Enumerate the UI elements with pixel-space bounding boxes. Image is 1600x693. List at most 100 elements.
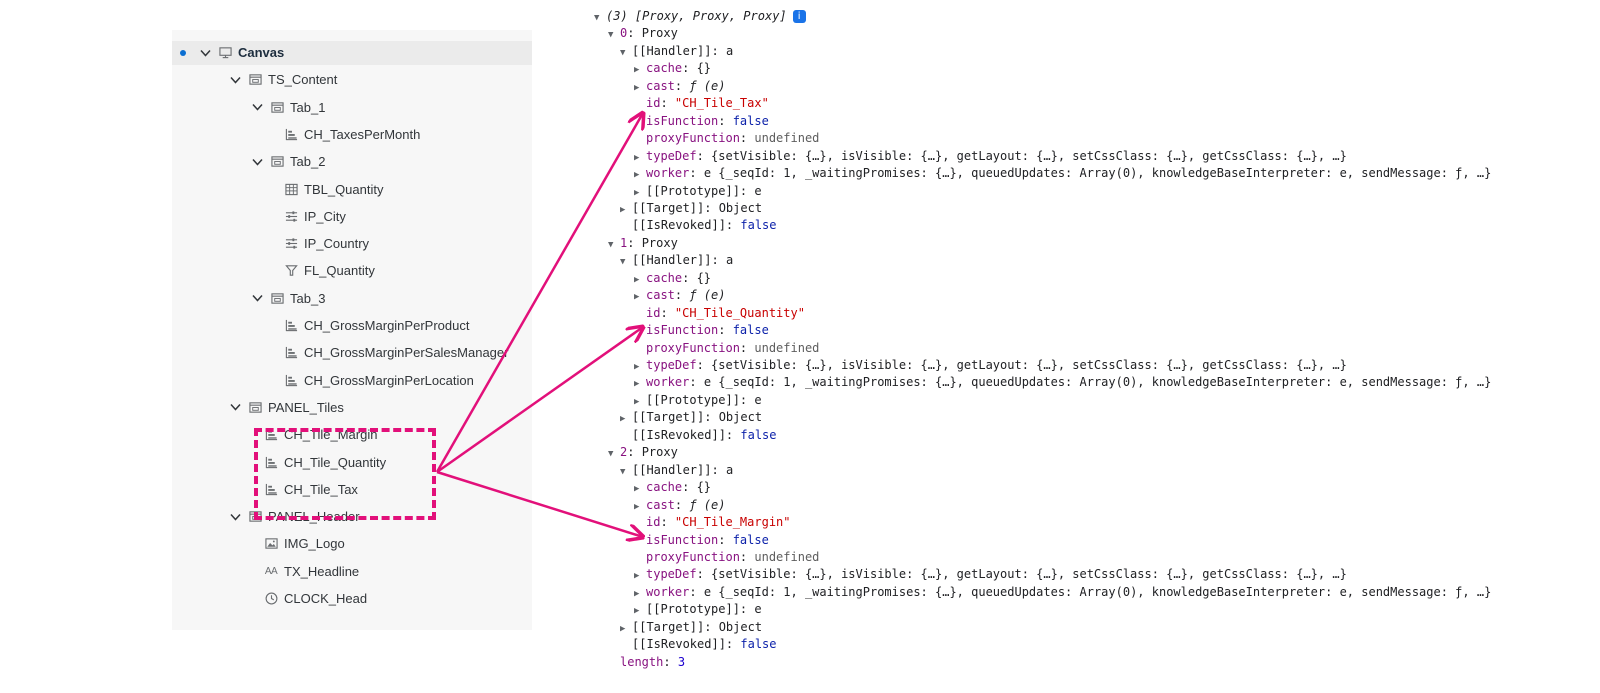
cache-line[interactable]: ▶cache: {}	[634, 269, 711, 287]
expand-triangle-down-icon[interactable]: ▼	[608, 30, 614, 41]
tree-item[interactable]: CLOCK_Head	[264, 587, 367, 611]
target-line[interactable]: ▶[[Target]]: Object	[620, 618, 762, 636]
array-count: (3)	[606, 9, 628, 23]
expand-triangle-right-icon[interactable]: ▶	[634, 606, 640, 617]
prototype-line[interactable]: ▶[[Prototype]]: e	[634, 182, 762, 200]
tree-item-label: TS_Content	[268, 72, 338, 88]
console-token: {}	[696, 480, 712, 495]
info-icon: i	[792, 10, 806, 23]
handler-line[interactable]: ▼[[Handler]]: a	[620, 461, 733, 479]
chevron-down-icon[interactable]	[250, 291, 264, 305]
expand-triangle-right-icon[interactable]: ▶	[620, 623, 626, 634]
typedef-line[interactable]: ▶typeDef: {setVisible: {…}, isVisible: {…	[634, 147, 1347, 165]
tree-item[interactable]: FL_Quantity	[284, 259, 375, 283]
tree-item[interactable]: CH_Tile_Tax	[264, 477, 358, 501]
console-token: worker	[646, 375, 690, 390]
chevron-down-icon[interactable]	[250, 155, 264, 169]
tree-item[interactable]: IP_City	[284, 204, 346, 228]
chevron-down-icon[interactable]	[250, 100, 264, 114]
handler-line[interactable]: ▼[[Handler]]: a	[620, 42, 733, 60]
tree-item[interactable]: TBL_Quantity	[284, 177, 384, 201]
console-token: [[Handler]]	[632, 253, 712, 268]
worker-line[interactable]: ▶worker: e {_seqId: 1, _waitingPromises:…	[634, 373, 1491, 391]
console-token: false	[732, 323, 769, 338]
expand-triangle-down-icon[interactable]: ▼	[608, 239, 614, 250]
console-token: e	[754, 392, 762, 407]
typedef-line[interactable]: ▶typeDef: {setVisible: {…}, isVisible: {…	[634, 565, 1347, 583]
chevron-down-icon[interactable]	[228, 73, 242, 87]
array-summary[interactable]: ▼(3) [Proxy, Proxy, Proxy]i	[594, 7, 806, 25]
console-token: isFunction	[646, 113, 719, 128]
tree-item[interactable]: IP_Country	[284, 232, 369, 256]
input-control-icon	[284, 237, 298, 251]
id-line: ▶id: "CH_Tile_Tax"	[646, 96, 769, 111]
chevron-down-icon[interactable]	[228, 400, 242, 414]
bar-chart-icon	[284, 127, 298, 141]
worker-line[interactable]: ▶worker: e {_seqId: 1, _waitingPromises:…	[634, 164, 1491, 182]
expand-triangle-down-icon[interactable]: ▼	[594, 13, 600, 23]
expand-triangle-down-icon[interactable]: ▼	[620, 47, 626, 58]
chevron-down-icon[interactable]	[198, 46, 212, 60]
cache-line[interactable]: ▶cache: {}	[634, 478, 711, 496]
tree-item-label: IP_City	[304, 208, 346, 224]
target-line[interactable]: ▶[[Target]]: Object	[620, 199, 762, 217]
target-line[interactable]: ▶[[Target]]: Object	[620, 408, 762, 426]
console-token: isFunction	[646, 532, 719, 547]
tree-item[interactable]: CH_GrossMarginPerSalesManager	[284, 341, 508, 365]
console-token: [[Prototype]]	[646, 392, 740, 407]
tree-item[interactable]: CH_Tile_Quantity	[264, 450, 386, 474]
console-token: e	[754, 183, 762, 198]
console-token: cache	[646, 480, 683, 495]
entry-index: 0	[620, 26, 628, 41]
bar-chart-icon	[284, 319, 298, 333]
tree-item-canvas[interactable]: Canvas	[172, 40, 532, 65]
cast-line[interactable]: ▶cast: ƒ (e)	[634, 77, 725, 95]
prototype-line[interactable]: ▶[[Prototype]]: e	[634, 600, 762, 618]
proxy-entry[interactable]: ▼1: Proxy	[608, 234, 678, 252]
tree-item[interactable]: Tab_2	[250, 150, 325, 174]
panel-icon	[248, 400, 262, 414]
tree-item[interactable]: CH_GrossMarginPerProduct	[284, 314, 469, 338]
expand-triangle-down-icon[interactable]: ▼	[620, 466, 626, 477]
length-line: ▶length: 3	[620, 654, 686, 669]
tree-item[interactable]: TS_Content	[228, 68, 337, 92]
cast-line[interactable]: ▶cast: ƒ (e)	[634, 286, 725, 304]
tree-item-label: CH_GrossMarginPerProduct	[304, 318, 470, 333]
tree-item[interactable]: PANEL_Tiles	[228, 395, 344, 419]
chevron-down-icon[interactable]	[228, 510, 242, 524]
prototype-line[interactable]: ▶[[Prototype]]: e	[634, 391, 762, 409]
text-icon: AA	[264, 565, 278, 577]
expand-triangle-right-icon[interactable]: ▶	[634, 82, 640, 93]
proxy-entry[interactable]: ▼2: Proxy	[608, 443, 678, 461]
image-icon	[264, 537, 278, 551]
expand-triangle-down-icon[interactable]: ▼	[620, 257, 626, 268]
console-token: id	[646, 305, 661, 320]
cast-line[interactable]: ▶cast: ƒ (e)	[634, 496, 725, 514]
handler-line[interactable]: ▼[[Handler]]: a	[620, 251, 733, 269]
console-token: false	[740, 218, 777, 233]
cache-line[interactable]: ▶cache: {}	[634, 59, 711, 77]
worker-line[interactable]: ▶worker: e {_seqId: 1, _waitingPromises:…	[634, 583, 1491, 601]
tree-item-label: TX_Headline	[284, 563, 360, 579]
expand-triangle-right-icon[interactable]: ▶	[634, 571, 640, 582]
tree-item[interactable]: CH_GrossMarginPerLocation	[284, 368, 474, 392]
typedef-line[interactable]: ▶typeDef: {setVisible: {…}, isVisible: {…	[634, 356, 1347, 374]
expand-triangle-right-icon[interactable]: ▶	[634, 588, 640, 599]
tree-item[interactable]: Tab_1	[250, 95, 325, 119]
tree-item[interactable]: AA TX_Headline	[264, 559, 359, 583]
expand-triangle-down-icon[interactable]: ▼	[608, 449, 614, 460]
console-token: id	[646, 515, 661, 530]
console-token: [[Target]]	[632, 619, 705, 634]
tree-item[interactable]: Tab_3	[250, 286, 325, 310]
expand-triangle-right-icon[interactable]: ▶	[634, 65, 640, 76]
console-token: false	[732, 532, 769, 547]
console-token: {}	[696, 270, 712, 285]
tree-item[interactable]: CH_TaxesPerMonth	[284, 122, 420, 146]
proxy-entry[interactable]: ▼0: Proxy	[608, 24, 678, 42]
console-token: a	[725, 462, 734, 477]
console-token: false	[732, 113, 769, 128]
isrevoked-line: ▶[[IsRevoked]]: false	[632, 637, 777, 652]
console-token: ƒ (e)	[689, 78, 726, 93]
console-token: proxyFunction	[646, 549, 740, 564]
tree-item[interactable]: IMG_Logo	[264, 532, 345, 556]
